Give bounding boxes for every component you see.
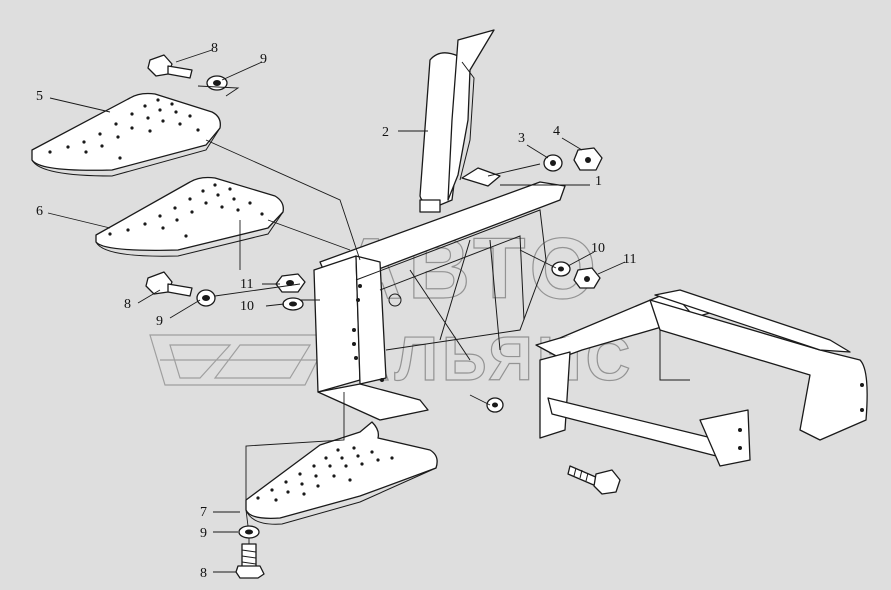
washer-10-right [551, 261, 571, 277]
callout-1: 1 [595, 174, 602, 189]
callout-5: 5 [36, 89, 43, 104]
callout-2: 2 [382, 125, 389, 140]
callout-8-bottom: 8 [200, 566, 207, 581]
part-6-middle-step [95, 176, 284, 257]
bolt-8-mid [145, 271, 193, 297]
callout-9-mid: 9 [156, 314, 163, 329]
bolt-8-bottom [235, 543, 265, 579]
part-7-lower-step [245, 421, 438, 525]
callout-11-mid: 11 [240, 277, 253, 292]
washer-unlabeled [486, 397, 504, 413]
nut-4 [573, 147, 603, 171]
callout-6: 6 [36, 204, 43, 219]
watermark-emblem [149, 334, 331, 386]
callout-7: 7 [200, 505, 207, 520]
nut-11-mid [275, 273, 306, 293]
callout-8-mid: 8 [124, 297, 131, 312]
bolt-8-top [147, 54, 193, 79]
bolt-unlabeled [567, 465, 621, 495]
washer-9-mid [196, 289, 216, 307]
callout-9-top: 9 [260, 52, 267, 67]
washer-3 [543, 154, 563, 172]
callout-11-right: 11 [623, 252, 636, 267]
part-1-main-frame [313, 167, 566, 421]
leader-lines [47, 49, 626, 573]
callout-9-bottom: 9 [200, 526, 207, 541]
nut-11-right [573, 267, 601, 289]
part-2-vertical-bracket [419, 29, 495, 213]
callout-10-right: 10 [591, 241, 605, 256]
right-support-assembly [535, 289, 868, 467]
callout-4: 4 [553, 124, 560, 139]
washer-9-top [206, 75, 228, 91]
callout-10-mid: 10 [240, 299, 254, 314]
callout-3: 3 [518, 131, 525, 146]
callout-8-top: 8 [211, 41, 218, 56]
callout-labels: 8 9 5 2 3 4 1 6 10 11 11 10 8 9 7 9 8 [36, 41, 636, 581]
washer-9-bottom [238, 525, 260, 539]
part-5-upper-step [31, 92, 221, 177]
